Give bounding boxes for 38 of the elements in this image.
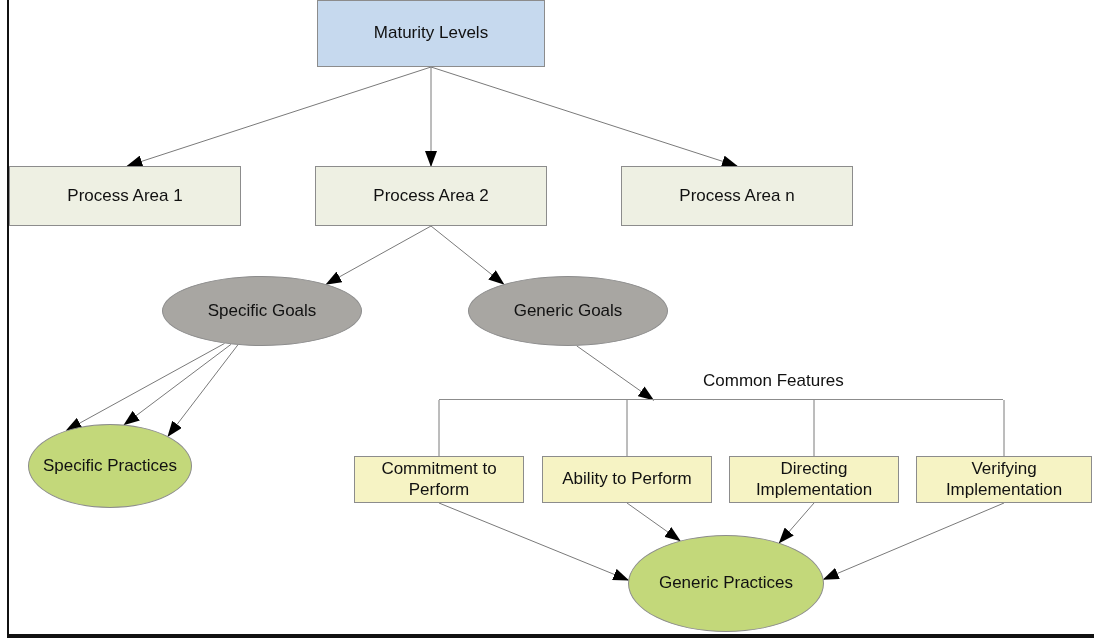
node-label: Process Area 1 (66, 185, 184, 207)
node-label: Maturity Levels (372, 23, 490, 44)
arrow (430, 225, 505, 285)
node-label: Specific Practices (41, 455, 179, 477)
node-label: Ability to Perform (561, 469, 693, 490)
arrow (167, 344, 239, 438)
node-label: Verifying Implementation (944, 459, 1064, 500)
node-label: Generic Practices (657, 573, 795, 594)
node-label: Process Area 2 (372, 185, 490, 207)
connector-line (1003, 399, 1005, 457)
feature-box (542, 456, 712, 503)
process-box (9, 166, 241, 226)
connector-line (813, 399, 815, 457)
feature-box (916, 456, 1092, 503)
arrow (626, 502, 681, 542)
arrow (126, 66, 432, 168)
process-box (621, 166, 853, 226)
node-label: Directing Implementation (754, 459, 874, 500)
process-box (315, 166, 547, 226)
arrow (65, 342, 226, 431)
feature-box (729, 456, 899, 503)
arrow (425, 66, 437, 167)
node-label: Commitment to Perform (380, 459, 498, 500)
node-label: Process Area n (678, 185, 796, 207)
arrow (576, 345, 655, 401)
connector-line (626, 399, 628, 457)
node-label: Generic Goals (512, 300, 624, 322)
arrow (822, 502, 1005, 580)
arrow (778, 502, 815, 544)
node-label: Common Features (702, 371, 845, 392)
feature-box (354, 456, 524, 503)
arrow (430, 66, 738, 168)
title-box (317, 0, 545, 67)
node-label: Specific Goals (206, 300, 318, 322)
connector-line (438, 399, 440, 457)
arrow (438, 502, 630, 581)
arrow (325, 225, 432, 285)
bracket (439, 371, 1003, 400)
